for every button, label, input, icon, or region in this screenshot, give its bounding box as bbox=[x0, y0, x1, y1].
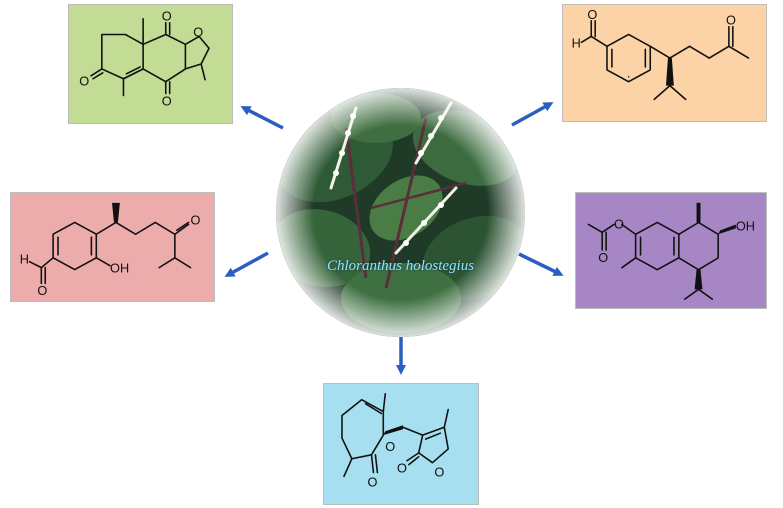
atom-hydrogen: H bbox=[20, 252, 29, 267]
atom-oxygen-aldehyde: O bbox=[587, 7, 597, 22]
atom-oxygen-lactone: O bbox=[368, 474, 378, 489]
atom-oxygen-ring: O bbox=[385, 439, 395, 454]
atom-hydroxyl: OH bbox=[110, 261, 129, 276]
atom-oxygen-carbonyl: O bbox=[598, 250, 608, 265]
arrow-to-mid-left bbox=[224, 251, 269, 277]
atom-oxygen-ketone: O bbox=[726, 13, 736, 28]
structure-mid-left: H O OH O bbox=[20, 202, 201, 298]
atom-oxygen-ester: O bbox=[614, 216, 624, 231]
compound-panel-mid-left: H O OH O bbox=[10, 192, 215, 302]
compound-panel-top-right: H O O bbox=[562, 4, 767, 122]
plant-illustration bbox=[276, 88, 525, 337]
atom-oxygen-1: O bbox=[162, 9, 172, 24]
arrow-to-top-right bbox=[511, 102, 554, 127]
atom-oxygen-2: O bbox=[162, 93, 172, 108]
atom-oxygen-furanone: O bbox=[434, 464, 444, 479]
compound-panel-bottom: O O O O bbox=[323, 383, 479, 505]
structure-bottom: O O O O bbox=[341, 393, 449, 489]
atom-oxygen-4: O bbox=[79, 74, 89, 89]
structure-top-right: H O O bbox=[572, 7, 750, 101]
structure-mid-right: O O OH bbox=[587, 202, 755, 300]
atom-hydrogen: H bbox=[572, 35, 581, 50]
plant-photo: Chloranthus holostegius bbox=[276, 88, 525, 337]
structure-top-left: O O O O bbox=[79, 9, 210, 108]
arrow-to-top-left bbox=[240, 106, 284, 130]
atom-oxygen-aldehyde: O bbox=[37, 283, 47, 298]
arrow-to-mid-right bbox=[518, 252, 564, 276]
atom-oxygen-3: O bbox=[193, 24, 203, 39]
atom-oxygen-ketone: O bbox=[191, 212, 201, 227]
atom-oxygen-carbonyl: O bbox=[397, 461, 407, 476]
species-label: Chloranthus holostegius bbox=[326, 258, 475, 274]
atom-hydroxyl: OH bbox=[736, 218, 755, 233]
compound-panel-top-left: O O O O bbox=[68, 4, 233, 124]
compound-panel-mid-right: O O OH bbox=[575, 192, 767, 309]
